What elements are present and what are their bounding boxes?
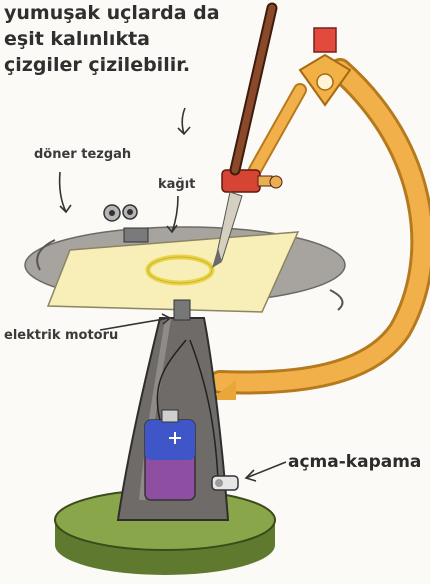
label-doner-tezgah: döner tezgah: [34, 147, 131, 162]
battery: [145, 410, 195, 500]
switch: [212, 476, 238, 490]
caption-line-2: eşit kalınlıkta: [4, 26, 254, 52]
compass-arm: [255, 90, 300, 170]
label-kagit: kağıt: [158, 177, 195, 192]
caption: yumuşak uçlarda da eşit kalınlıkta çizgi…: [4, 0, 254, 78]
label-elektrik-motoru: elektrik motoru: [4, 328, 118, 343]
compass-head: [300, 28, 350, 105]
caption-line-1: yumuşak uçlarda da: [4, 0, 254, 26]
label-acma-kapama: açma-kapama: [288, 452, 421, 472]
caption-line-3: çizgiler çizilebilir.: [4, 52, 254, 78]
